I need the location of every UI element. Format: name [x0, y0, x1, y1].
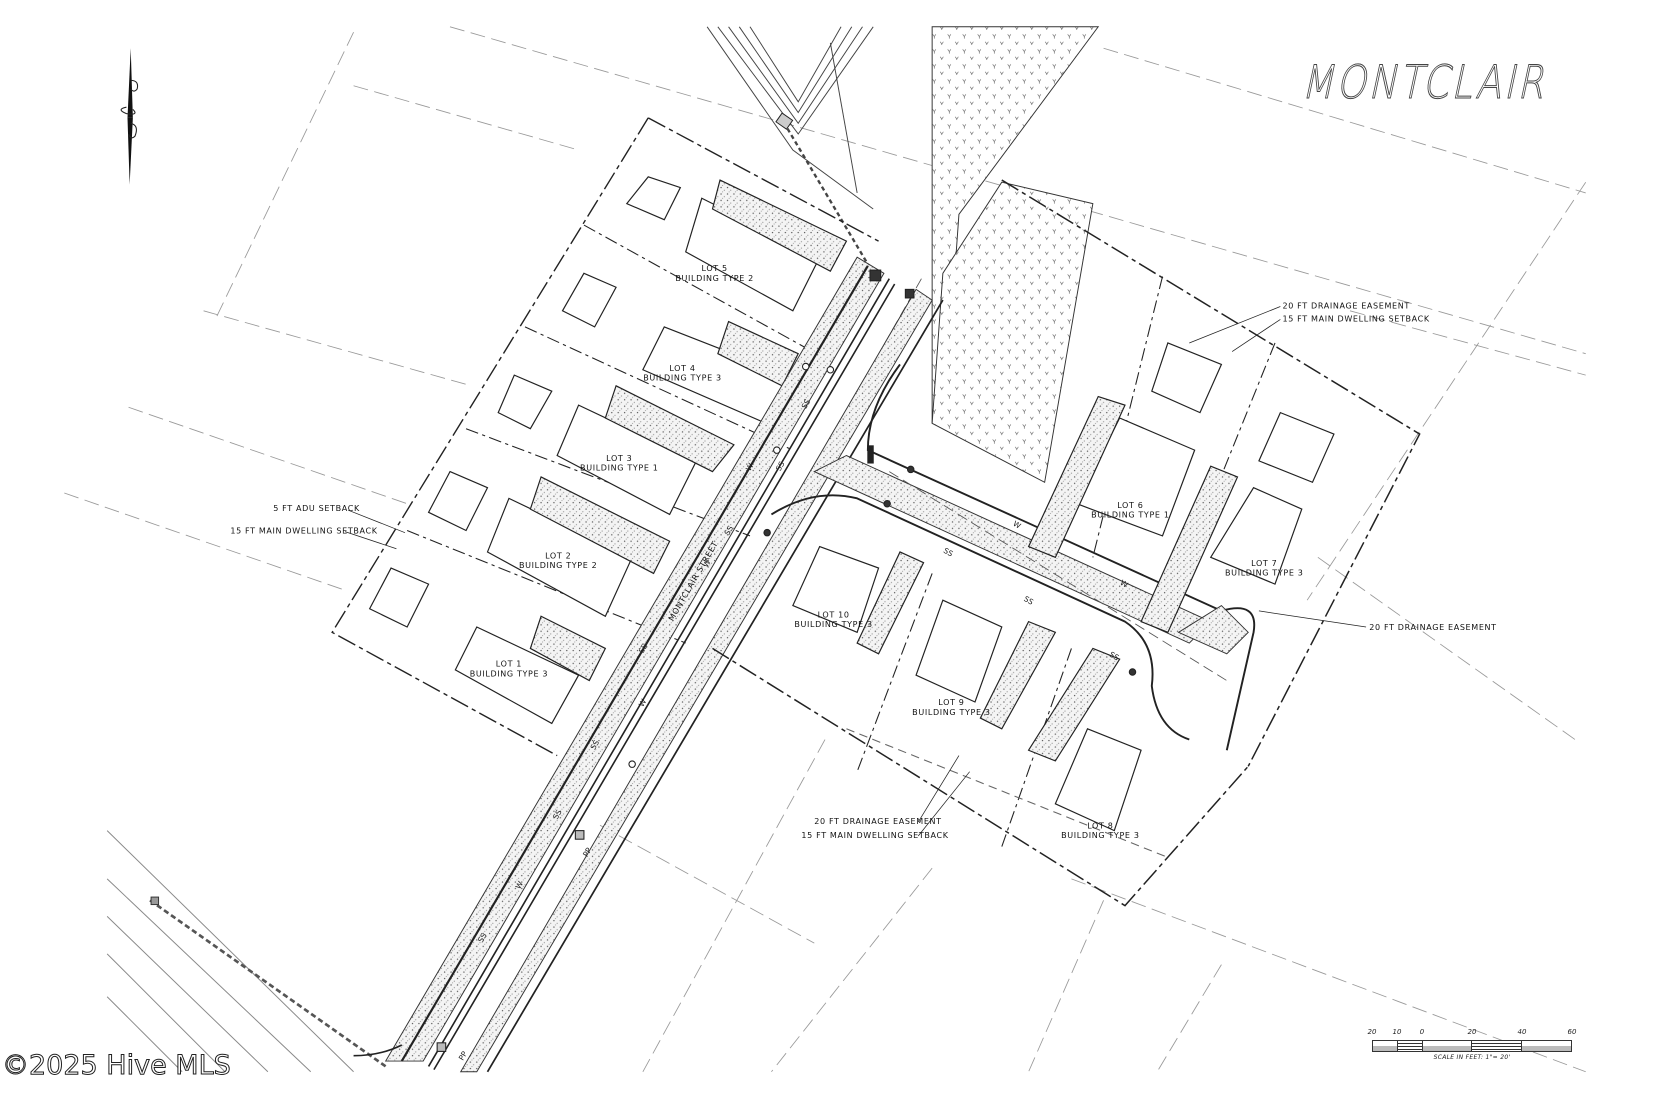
scale-bar: 20 10 0 20 40 60 SCALE IN FEET: 1"= 20'	[1368, 1028, 1577, 1061]
scale-tick: 20	[1367, 1028, 1377, 1036]
svg-text:SS: SS	[942, 546, 955, 559]
svg-text:SS: SS	[589, 738, 602, 751]
scale-tick: 0	[1419, 1028, 1425, 1036]
scale-tick-labels: 20 10 0 20 40 60	[1368, 1028, 1577, 1040]
utility-markers	[436, 269, 1137, 1052]
utility-line-labels: SS SS SS SS SS SS SS SS SS SS W W W W W …	[457, 397, 1130, 1062]
svg-text:BUILDING TYPE 1: BUILDING TYPE 1	[580, 464, 658, 473]
svg-text:SS: SS	[723, 524, 736, 537]
main-setback-callout-top: 15 FT MAIN DWELLING SETBACK	[1283, 315, 1430, 324]
svg-text:BUILDING TYPE 3: BUILDING TYPE 3	[912, 708, 990, 717]
scale-tick: 20	[1467, 1028, 1477, 1036]
cross-street	[770, 363, 1256, 751]
svg-text:SS: SS	[637, 642, 650, 655]
svg-text:LOT 5: LOT 5	[702, 264, 728, 273]
svg-text:LOT 9: LOT 9	[938, 698, 964, 707]
scale-tick: 10	[1392, 1028, 1402, 1036]
svg-text:BUILDING TYPE 2: BUILDING TYPE 2	[675, 274, 753, 283]
svg-text:BUILDING TYPE 3: BUILDING TYPE 3	[470, 669, 548, 678]
svg-text:LOT 3: LOT 3	[606, 454, 632, 463]
subdivision-title: MONTCLAIR	[1298, 55, 1555, 110]
copyright-watermark: ©2025 Hive MLS	[2, 1050, 232, 1082]
scale-tick: 60	[1567, 1028, 1577, 1036]
svg-text:LOT 8: LOT 8	[1087, 821, 1113, 830]
tree-preservation-area	[931, 26, 1100, 484]
north-arrow-icon	[120, 48, 139, 185]
svg-text:W: W	[637, 697, 649, 708]
setback-callouts	[344, 306, 1367, 837]
svg-text:W: W	[514, 879, 526, 890]
svg-text:W: W	[1119, 578, 1130, 590]
east-lots-boundary	[712, 179, 1421, 907]
retention-pond-contours	[706, 26, 875, 274]
svg-text:SS: SS	[476, 931, 489, 944]
svg-text:LOT 2: LOT 2	[545, 551, 571, 560]
svg-text:LOT 4: LOT 4	[669, 364, 695, 373]
svg-text:BUILDING TYPE 3: BUILDING TYPE 3	[1061, 831, 1139, 840]
scale-caption: SCALE IN FEET: 1"= 20'	[1433, 1054, 1511, 1061]
main-setback-callout-bottom: 15 FT MAIN DWELLING SETBACK	[801, 831, 948, 840]
svg-text:SS: SS	[774, 460, 787, 473]
svg-text:W: W	[744, 461, 756, 472]
svg-text:W: W	[1012, 519, 1023, 531]
svg-text:LOT 10: LOT 10	[818, 610, 850, 619]
svg-text:LOT 6: LOT 6	[1117, 501, 1143, 510]
highway-lines	[106, 830, 387, 1073]
svg-text:BUILDING TYPE 3: BUILDING TYPE 3	[1225, 569, 1303, 578]
svg-text:BUILDING TYPE 2: BUILDING TYPE 2	[519, 561, 597, 570]
montclair-street	[353, 256, 944, 1073]
adu-setback-callout: 5 FT ADU SETBACK	[273, 504, 360, 513]
svg-text:W: W	[701, 558, 713, 569]
svg-text:SS: SS	[1022, 594, 1035, 607]
svg-text:BUILDING TYPE 3: BUILDING TYPE 3	[794, 620, 872, 629]
east-buildings	[792, 342, 1335, 832]
svg-text:BUILDING TYPE 3: BUILDING TYPE 3	[643, 373, 721, 382]
drainage-easement-callout-right: 20 FT DRAINAGE EASEMENT	[1369, 623, 1496, 632]
svg-text:SS: SS	[1108, 650, 1121, 663]
main-setback-callout-left: 15 FT MAIN DWELLING SETBACK	[230, 527, 377, 536]
scale-tick: 40	[1517, 1028, 1527, 1036]
drainage-easement-callout-top: 20 FT DRAINAGE EASEMENT	[1283, 302, 1410, 311]
svg-text:LOT 1: LOT 1	[496, 660, 522, 669]
west-lots-boundary	[331, 117, 879, 757]
svg-text:BUILDING TYPE 1: BUILDING TYPE 1	[1091, 511, 1169, 520]
drainage-easement-callout-bottom: 20 FT DRAINAGE EASEMENT	[814, 817, 941, 826]
svg-text:SS: SS	[800, 397, 813, 410]
west-buildings	[368, 176, 848, 725]
scale-graphic	[1372, 1040, 1572, 1052]
svg-text:SS: SS	[551, 808, 564, 821]
svg-text:LOT 7: LOT 7	[1251, 559, 1277, 568]
